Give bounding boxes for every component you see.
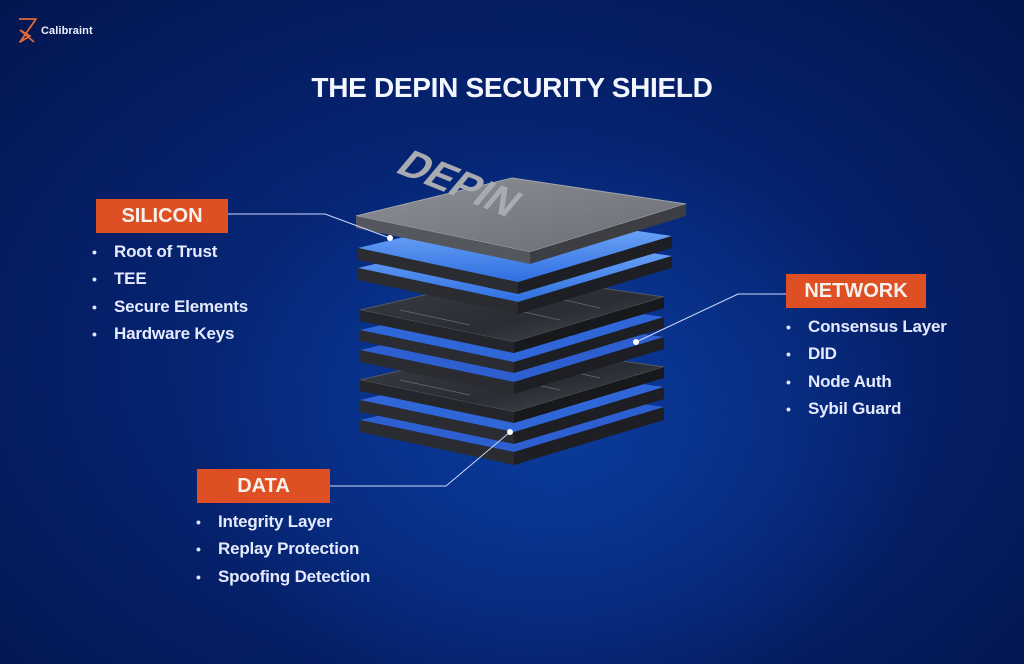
bullet-icon: • <box>196 541 201 558</box>
bullet-icon: • <box>786 319 791 335</box>
list-item: •Hardware Keys <box>92 320 248 347</box>
page-title: THE DEPIN SECURITY SHIELD <box>311 72 713 103</box>
connector-dot-network <box>633 339 639 345</box>
connector-dot-data <box>507 429 513 435</box>
bullet-icon: • <box>786 400 791 417</box>
brand-logo: Calibraint <box>16 16 93 46</box>
bullet-icon: • <box>92 325 97 342</box>
list-item: •Secure Elements <box>92 293 248 320</box>
bullet-icon: • <box>786 346 791 363</box>
bullet-icon: • <box>92 298 97 315</box>
connector-silicon <box>228 213 391 239</box>
bullet-icon: • <box>196 568 201 585</box>
bullet-icon: • <box>92 244 97 260</box>
data-tag: DATA <box>197 469 330 503</box>
silicon-list: •Root of Trust •TEE •Secure Elements •Ha… <box>92 238 248 347</box>
list-item: •Node Auth <box>786 368 947 395</box>
list-item: •Spoofing Detection <box>196 563 370 590</box>
network-tag: NETWORK <box>786 274 926 308</box>
connector-dot-silicon <box>387 235 393 241</box>
list-item: •Integrity Layer <box>196 508 370 535</box>
list-item: •Replay Protection <box>196 535 370 562</box>
network-list: •Consensus Layer •DID •Node Auth •Sybil … <box>786 313 947 422</box>
connector-data <box>330 431 511 487</box>
data-list: •Integrity Layer •Replay Protection •Spo… <box>196 508 370 590</box>
connector-network <box>635 293 786 343</box>
list-item: •TEE <box>92 265 248 292</box>
zigzag-logo-icon <box>19 18 37 43</box>
bullet-icon: • <box>196 514 201 530</box>
list-item: •Sybil Guard <box>786 395 947 422</box>
brand-name: Calibraint <box>41 25 93 37</box>
bullet-icon: • <box>786 373 791 390</box>
list-item: •Root of Trust <box>92 238 248 265</box>
chip-layer-top <box>355 177 687 314</box>
list-item: •DID <box>786 340 947 367</box>
silicon-tag: SILICON <box>96 199 228 233</box>
connector-lines <box>228 213 786 487</box>
list-item: •Consensus Layer <box>786 313 947 340</box>
bullet-icon: • <box>92 271 97 288</box>
